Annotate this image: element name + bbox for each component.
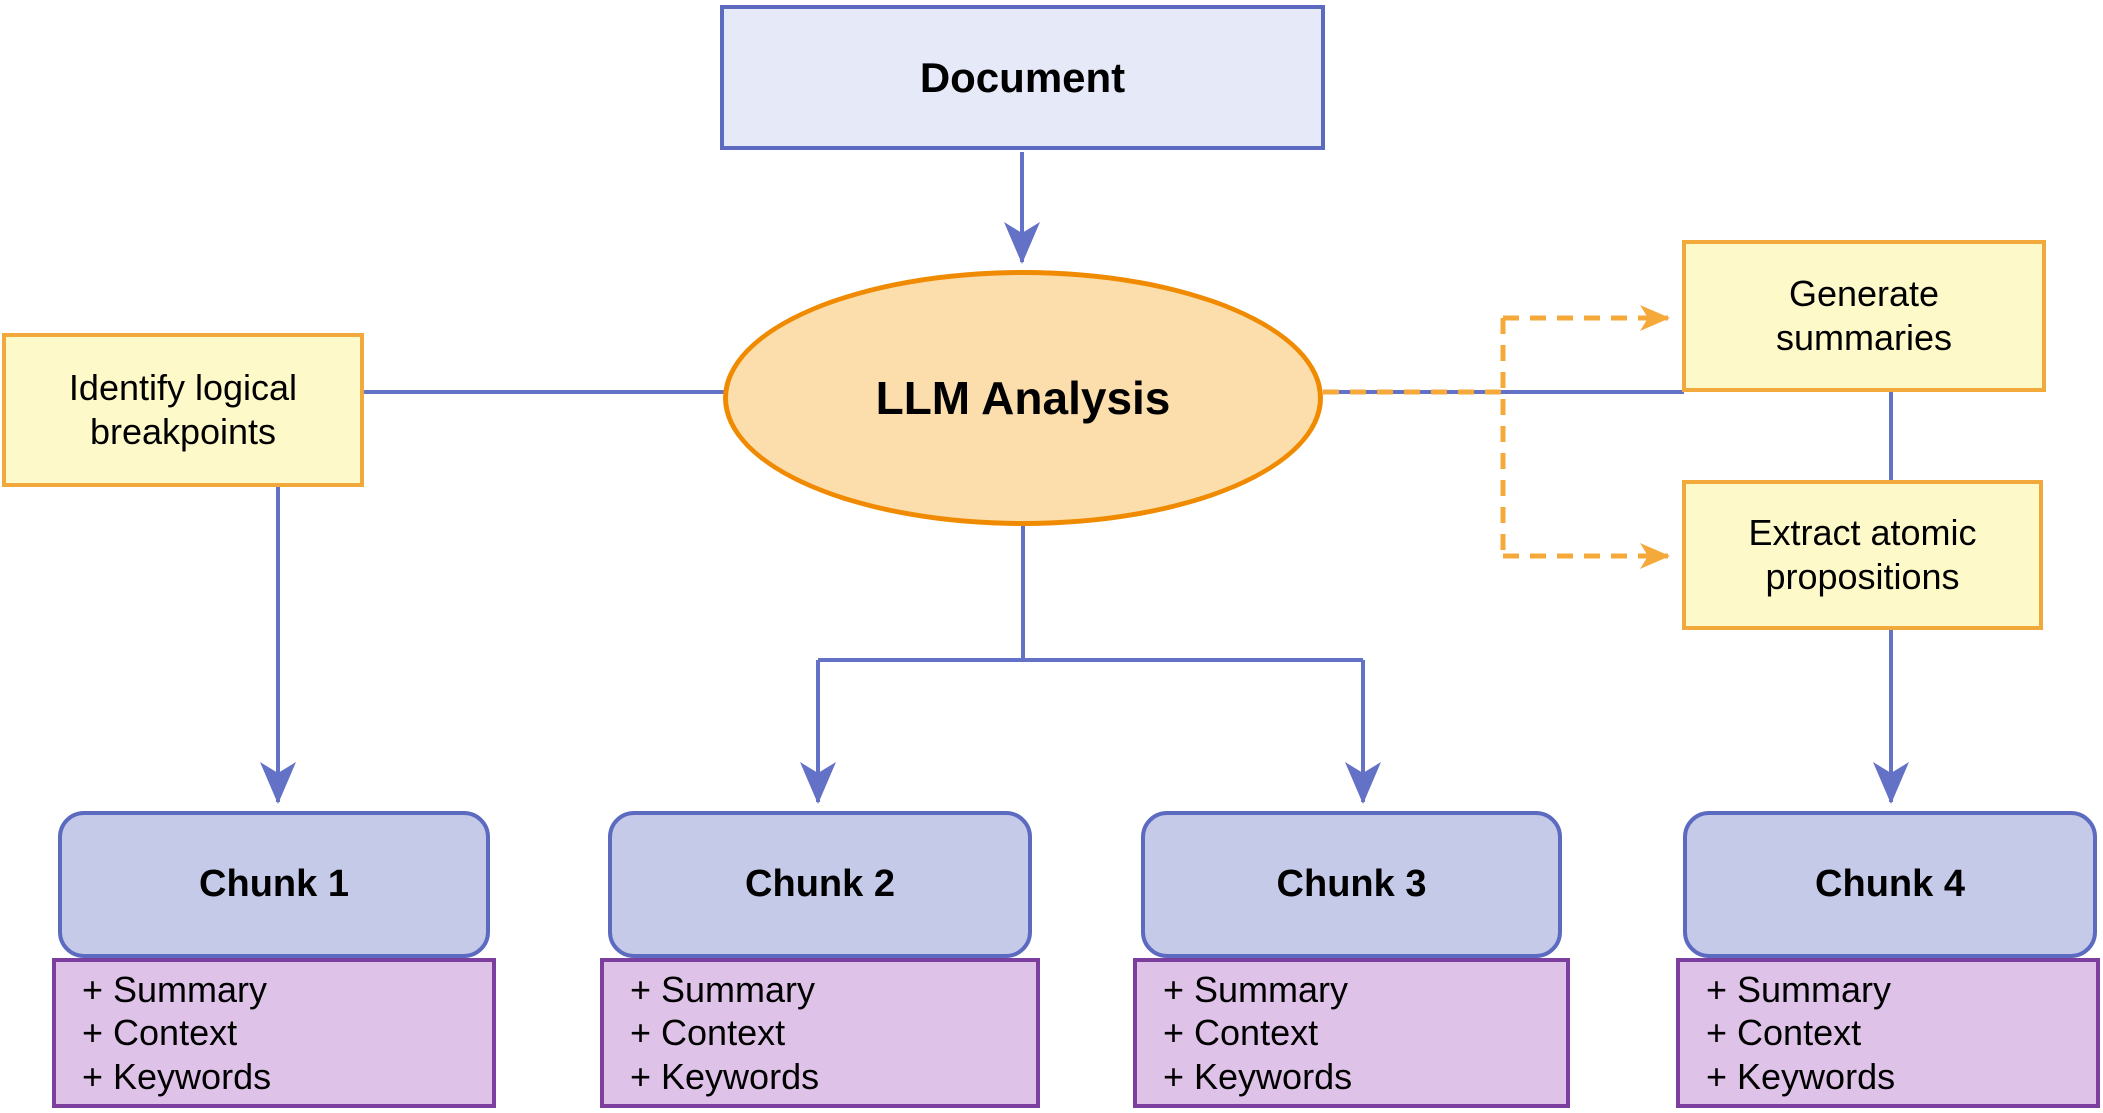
- chunk-4-label: Chunk 4: [1815, 863, 1965, 905]
- chunk-4-item-context: + Context: [1706, 1012, 1862, 1054]
- chunk-2-item-summary: + Summary: [630, 969, 816, 1011]
- chunk-2-item-keywords: + Keywords: [630, 1055, 820, 1097]
- identify-breakpoints-label: Identify logical breakpoints: [68, 367, 298, 452]
- chunk-3-header: Chunk 3: [1141, 811, 1562, 958]
- llm-analysis-node: LLM Analysis: [723, 270, 1323, 526]
- chunk-4-item-summary: + Summary: [1706, 969, 1892, 1011]
- line-llm-down-split: [818, 526, 1363, 662]
- chunk-3-item-summary: + Summary: [1163, 969, 1349, 1011]
- chunk-2-label: Chunk 2: [745, 863, 895, 905]
- chunk-1-item-summary: + Summary: [82, 969, 268, 1011]
- chunk-2-item-context: + Context: [630, 1012, 786, 1054]
- document-node: Document: [720, 5, 1325, 150]
- chunk-4-item-keywords: + Keywords: [1706, 1055, 1896, 1097]
- identify-breakpoints-node: Identify logical breakpoints: [2, 333, 364, 487]
- chunk-3-item-keywords: + Keywords: [1163, 1055, 1353, 1097]
- chunk-3-properties: + Summary + Context + Keywords: [1133, 958, 1570, 1108]
- chunk-2-properties: + Summary + Context + Keywords: [600, 958, 1040, 1108]
- chunk-4-header: Chunk 4: [1683, 811, 2097, 958]
- chunk-4-properties: + Summary + Context + Keywords: [1676, 958, 2100, 1108]
- chunk-3-label: Chunk 3: [1276, 863, 1427, 905]
- generate-summaries-label: Generate summaries: [1775, 273, 1953, 358]
- document-label: Document: [919, 53, 1126, 101]
- chunk-1-header: Chunk 1: [58, 811, 490, 958]
- chunk-1-item-keywords: + Keywords: [82, 1055, 272, 1097]
- chunk-1-item-context: + Context: [82, 1012, 238, 1054]
- extract-propositions-node: Extract atomic propositions: [1682, 480, 2043, 630]
- chunk-1-label: Chunk 1: [199, 863, 349, 905]
- llm-analysis-label: LLM Analysis: [875, 372, 1171, 424]
- chunk-2-header: Chunk 2: [608, 811, 1032, 958]
- extract-propositions-label: Extract atomic propositions: [1748, 512, 1977, 597]
- generate-summaries-node: Generate summaries: [1682, 240, 2046, 392]
- chunk-3-item-context: + Context: [1163, 1012, 1319, 1054]
- chunk-1-properties: + Summary + Context + Keywords: [52, 958, 496, 1108]
- dashed-llm-branch: [1323, 318, 1506, 556]
